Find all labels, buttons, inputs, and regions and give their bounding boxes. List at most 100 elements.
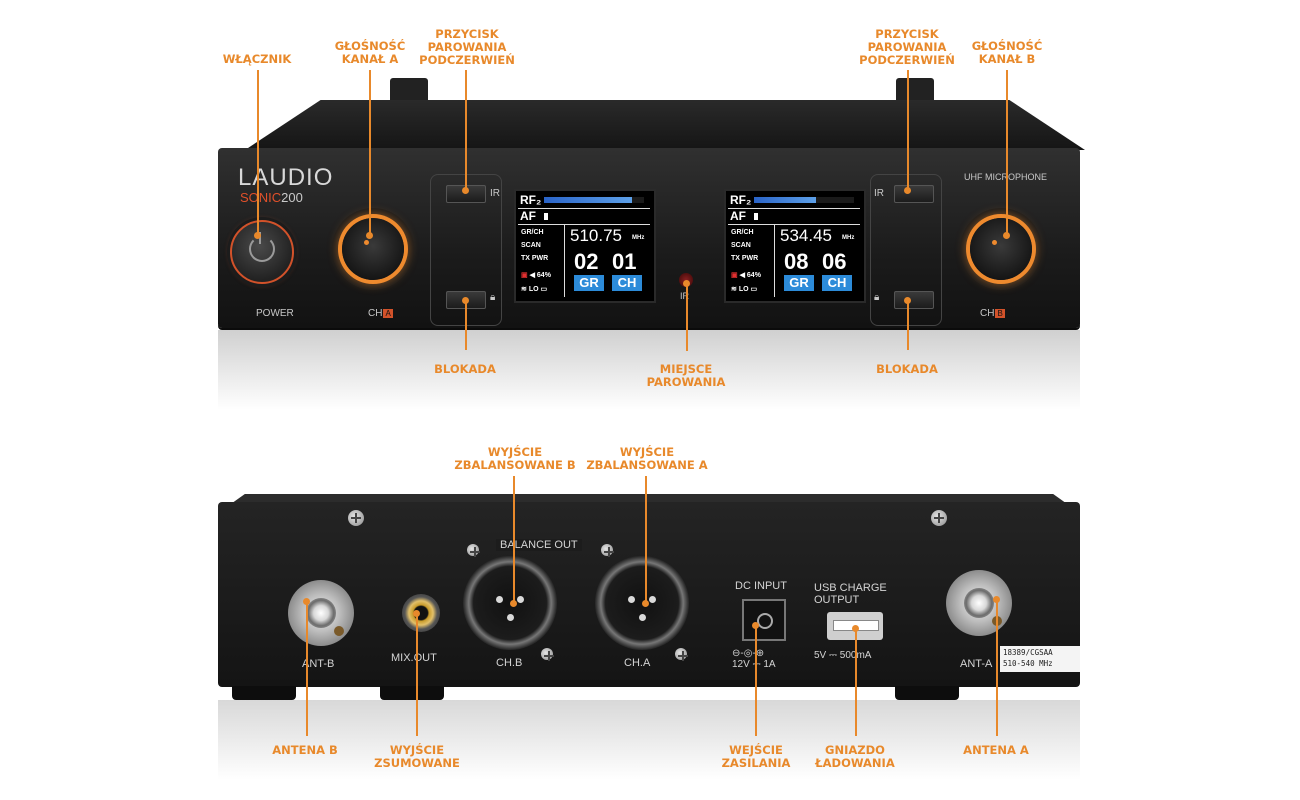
frequency-unit: MHz	[632, 235, 645, 241]
callout-wyjscie-zsum: WYJŚCIE ZSUMOWANE	[374, 743, 460, 770]
antenna-a-connector[interactable]	[946, 570, 1012, 636]
screw-left	[348, 510, 364, 526]
power-label: POWER	[256, 308, 294, 319]
dc-spec: ⊖-◎-⊕12V ⎓ 1A	[732, 648, 776, 670]
rf-meter	[754, 197, 854, 203]
callout-ir-left: PRZYCISK PAROWANIA PODCZERWIEŃ	[419, 27, 515, 67]
lock-button-b[interactable]	[894, 291, 934, 309]
gr-chip: GR	[574, 275, 604, 291]
tx-pwr-label: TX PWR	[521, 255, 549, 262]
scan-label: SCAN	[731, 242, 751, 249]
brand-logo: LAUDIO	[238, 164, 334, 191]
model-name: SONIC200	[240, 190, 303, 205]
ir-label-a: IR	[490, 188, 500, 199]
af-meter	[544, 213, 548, 220]
ch-a-out-label: CH.A	[624, 657, 651, 669]
battery-readout: ▣ ◀ 64%	[521, 272, 551, 279]
lock-icon-a: 🔒︎	[490, 292, 496, 303]
rf-label: RF₂	[520, 193, 542, 207]
xlr-screw-a-top	[601, 544, 614, 557]
af-label: AF	[730, 209, 746, 223]
rf-meter-fill	[754, 197, 816, 203]
xlr-screw-b-top	[467, 544, 480, 557]
ir-label-b: IR	[874, 188, 884, 199]
power-button[interactable]	[230, 220, 294, 284]
power-icon	[249, 232, 275, 262]
callout-miejsce: MIEJSCE PAROWANIA	[646, 362, 726, 389]
frequency: 534.45	[780, 226, 832, 245]
ch-b-out-label: CH.B	[496, 657, 523, 669]
serial-sticker: 18389/CGSAA 510-540 MHz	[1000, 646, 1080, 672]
callout-glosnosc-b: GŁOŚNOŚĆ KANAŁ B	[971, 39, 1043, 66]
callout-wlacznik: WŁĄCZNIK	[222, 52, 292, 66]
sticker-line2: 510-540 MHz	[1003, 659, 1053, 668]
callout-antena-b: ANTENA B	[272, 743, 338, 757]
ch-a-badge: A	[383, 309, 393, 318]
group-number: 08	[784, 249, 809, 274]
rf-meter	[544, 197, 644, 203]
scan-label: SCAN	[521, 242, 541, 249]
usb-spec: 5V ⎓ 500mA	[814, 650, 871, 661]
callout-wyjscie-a: WYJŚCIE ZBALANSOWANE A	[586, 445, 708, 472]
ch-a-text: CH	[368, 308, 383, 319]
sticker-line1: 18389/CGSAA	[1003, 648, 1053, 657]
usb-spec-volt: 5V	[814, 650, 827, 661]
back-reflection	[218, 700, 1080, 780]
lock-icon-b: 🔒︎	[874, 292, 880, 303]
button-frame-b	[870, 174, 942, 326]
frequency: 510.75	[570, 226, 622, 245]
display-a: RF₂ AF GR/CH SCAN TX PWR ▣ ◀ 64% ≋ LO ▭ …	[514, 189, 656, 303]
frequency-unit: MHz	[842, 235, 855, 241]
gr-chip: GR	[784, 275, 814, 291]
xlr-screw-a-bottom	[675, 648, 688, 661]
callout-glosnosc-a: GŁOŚNOŚĆ KANAŁ A	[334, 39, 406, 66]
back-panel: ANT-B MIX.OUT BALANCE OUT CH.B CH.A DC I…	[218, 502, 1080, 687]
callout-wyjscie-b: WYJŚCIE ZBALANSOWANE B	[454, 445, 576, 472]
gr-ch-label: GR/CH	[731, 229, 754, 236]
callout-blokada-right: BLOKADA	[876, 362, 938, 376]
rf-meter-fill	[544, 197, 632, 203]
lo-label: LO	[528, 286, 539, 293]
ch-chip: CH	[612, 275, 642, 291]
usb-line2: OUTPUT	[814, 594, 860, 606]
mix-out-jack[interactable]	[402, 594, 440, 632]
lo-label: LO	[738, 286, 749, 293]
dc-spec-volt: 12V	[732, 659, 750, 670]
dc-input-jack[interactable]	[742, 599, 786, 641]
ant-b-label: ANT-B	[302, 658, 335, 670]
rf-label: RF₂	[730, 193, 752, 207]
gr-ch-label: GR/CH	[521, 229, 544, 236]
battery-percent: 64%	[536, 272, 551, 279]
af-meter	[754, 213, 758, 220]
callout-antena-a: ANTENA A	[963, 743, 1029, 757]
lo-readout: ≋ LO ▭	[731, 286, 758, 293]
tx-pwr-label: TX PWR	[731, 255, 759, 262]
model-number: 200	[281, 190, 303, 205]
ch-chip: CH	[822, 275, 852, 291]
channel-number: 06	[822, 249, 847, 274]
volume-knob-b[interactable]	[970, 218, 1032, 280]
model-prefix: SONIC	[240, 190, 282, 205]
volume-knob-a[interactable]	[342, 218, 404, 280]
callout-wejscie-zas: WEJŚCIE ZASILANIA	[721, 743, 791, 770]
ant-a-label: ANT-A	[960, 658, 993, 670]
lo-readout: ≋ LO ▭	[521, 286, 548, 293]
callout-gniazdo: GNIAZDO ŁADOWANIA	[815, 743, 895, 770]
usb-line1: USB CHARGE	[814, 582, 887, 594]
front-unit-top	[245, 100, 1085, 150]
foot-mid-left	[380, 686, 444, 700]
balance-out-label: BALANCE OUT	[496, 539, 582, 551]
ir-pair-button-b[interactable]	[894, 185, 934, 203]
uhf-label: UHF MICROPHONE	[964, 172, 1047, 182]
af-label: AF	[520, 209, 536, 223]
battery-readout: ▣ ◀ 64%	[731, 272, 761, 279]
display-b: RF₂ AF GR/CH SCAN TX PWR ▣ ◀ 64% ≋ LO ▭ …	[724, 189, 866, 303]
front-reflection	[218, 330, 1080, 410]
group-number: 02	[574, 249, 599, 274]
antenna-b-connector[interactable]	[288, 580, 354, 646]
foot-right	[895, 686, 959, 700]
